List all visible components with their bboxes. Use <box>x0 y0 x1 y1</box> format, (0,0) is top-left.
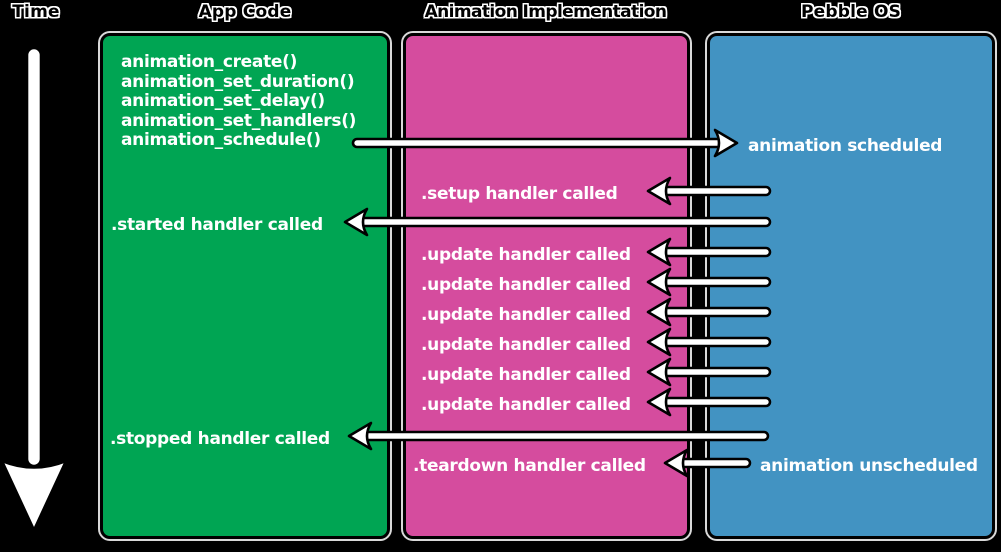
update-handler-label: .update handler called <box>421 275 631 295</box>
stopped-handler-label: .stopped handler called <box>110 429 330 449</box>
animation-scheduled-label: animation scheduled <box>748 136 943 156</box>
app-code-column-header: App Code <box>198 2 292 22</box>
pebble-os-column-header: Pebble OS <box>800 2 902 22</box>
setup-handler-label: .setup handler called <box>421 184 618 204</box>
animation-unscheduled-label: animation unscheduled <box>760 456 978 476</box>
app-code-box: animation_create() animation_set_duratio… <box>100 33 390 539</box>
started-handler-label: .started handler called <box>111 215 323 235</box>
animation-implementation-box: .setup handler called .update handler ca… <box>403 33 690 539</box>
update-handler-label: .update handler called <box>421 365 631 385</box>
time-down-arrow-icon <box>0 46 68 532</box>
pebble-os-box: animation scheduled animation unschedule… <box>707 33 995 539</box>
update-handler-label: .update handler called <box>421 395 631 415</box>
animation-implementation-column-header: Animation Implementation <box>424 2 667 22</box>
update-handler-label: .update handler called <box>421 335 631 355</box>
update-handler-label: .update handler called <box>421 305 631 325</box>
time-axis-label: Time <box>12 2 60 22</box>
animation-api-call-list: animation_create() animation_set_duratio… <box>121 52 357 150</box>
update-handler-label: .update handler called <box>421 245 631 265</box>
teardown-handler-label: .teardown handler called <box>413 456 646 476</box>
